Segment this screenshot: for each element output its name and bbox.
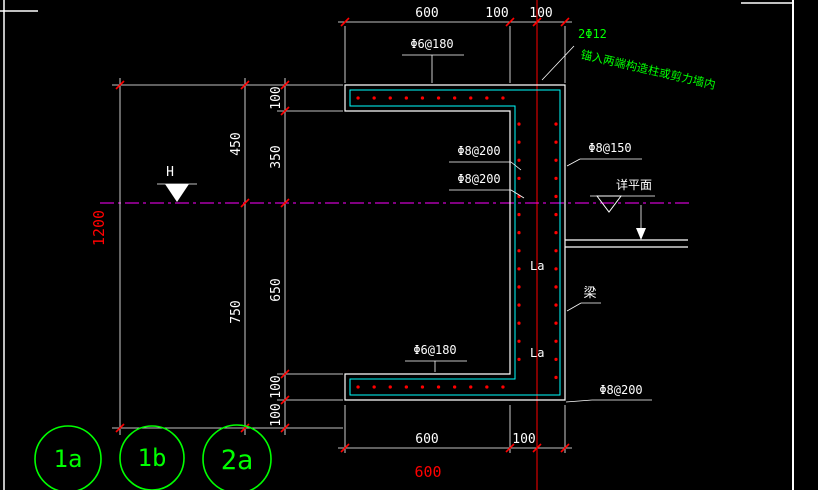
bubble-1b-circle (119, 425, 185, 490)
bubble-1b-text: 1b (138, 444, 167, 472)
label-beam: 梁 (566, 286, 601, 312)
dim-top-100a: 100 (485, 6, 508, 21)
level-triangle-icon (157, 183, 197, 202)
rebar-dots (356, 96, 558, 389)
dim-bottom-100: 100 (512, 432, 535, 447)
detail-bubbles: 1a 1b 2a (34, 424, 272, 490)
bubble-2a-circle (202, 424, 272, 490)
note-anchor-text: 锚入两端构造柱或剪力墙内 (579, 47, 717, 92)
section-mark-icon (590, 195, 655, 213)
dim-left-100-bot2: 100 (269, 403, 284, 426)
dim-left-450: 450 (229, 132, 244, 155)
label-bottom-bar: Φ6@180 (405, 343, 467, 372)
la-upper-text: La (530, 259, 544, 273)
label-mid-bar-2: Φ8@200 (449, 172, 525, 199)
beam-text: 梁 (583, 286, 596, 301)
wall-section-outline (344, 84, 566, 401)
bottom-bar-text: Φ6@180 (413, 343, 456, 357)
dim-axis-600: 600 (414, 463, 441, 481)
bubble-1a-text: 1a (54, 445, 83, 473)
beam-edge-lines (565, 239, 688, 248)
level-text: H (166, 165, 174, 180)
anchor-note: 2Φ12 锚入两端构造柱或剪力墙内 (541, 27, 717, 92)
dim-chain-bottom: 600 100 600 (338, 405, 572, 481)
label-right-bar: Φ8@150 (566, 141, 642, 167)
drawing-frame (0, 0, 794, 490)
dim-top-100b: 100 (529, 6, 552, 21)
dim-left-350: 350 (269, 145, 284, 168)
label-top-bar: Φ6@180 (402, 37, 464, 83)
corner-bar-text: Φ8@200 (599, 383, 642, 397)
la-lower-text: La (530, 346, 544, 360)
mid-bar-2-text: Φ8@200 (457, 172, 500, 186)
dim-top-600: 600 (415, 6, 438, 21)
right-bar-text: Φ8@150 (588, 141, 631, 155)
dim-bottom-600: 600 (415, 432, 438, 447)
dim-chain-top: 600 100 100 (338, 6, 572, 83)
dim-left-750: 750 (229, 300, 244, 323)
dim-ticks (340, 17, 570, 27)
dim-ticks (340, 443, 570, 453)
see-plan-text: 详平面 (616, 177, 652, 192)
label-mid-bar-1: Φ8@200 (449, 144, 522, 171)
dim-left-1200: 1200 (90, 210, 108, 246)
dim-left-650: 650 (269, 278, 284, 301)
dim-ticks (115, 80, 290, 433)
dim-chain-left: 1200 450 750 100 350 650 100 100 (90, 78, 343, 435)
dim-left-100-bot1: 100 (269, 375, 284, 398)
dim-left-100-top: 100 (269, 86, 284, 109)
level-mark-h: H (157, 165, 197, 202)
note-qty-text: 2Φ12 (578, 27, 607, 41)
label-corner-bar: Φ8@200 (565, 383, 652, 403)
down-arrow-icon (636, 205, 646, 240)
rebar-outline (349, 89, 561, 396)
mid-bar-1-text: Φ8@200 (457, 144, 500, 158)
top-bar-text: Φ6@180 (410, 37, 453, 51)
label-see-plan: 详平面 (590, 177, 655, 240)
bubble-2a-text: 2a (221, 445, 254, 476)
bubble-1a-circle (34, 425, 102, 490)
